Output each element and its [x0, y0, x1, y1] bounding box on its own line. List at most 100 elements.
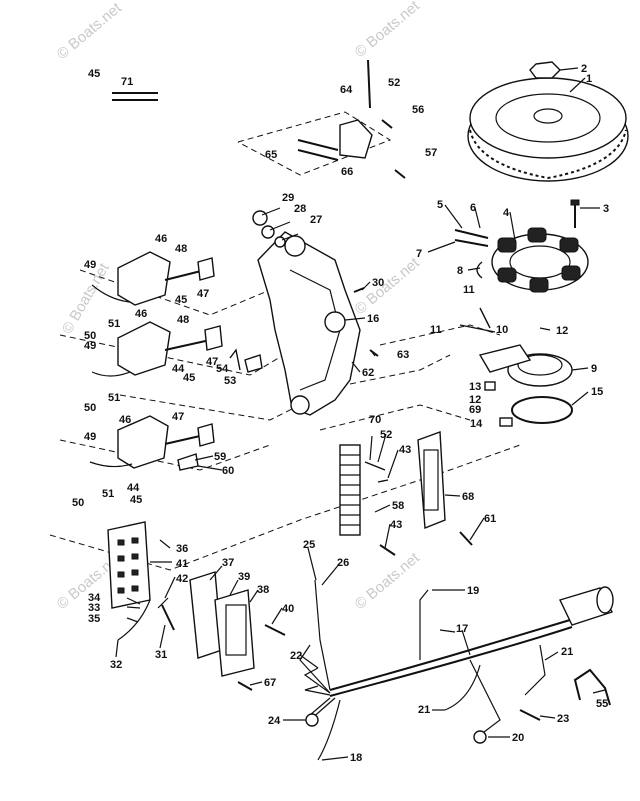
callout-31: 31	[155, 649, 167, 661]
callout-45b: 45	[175, 294, 187, 306]
callout-45: 45	[88, 68, 100, 80]
callout-70: 70	[369, 414, 381, 426]
callout-13: 13	[469, 381, 481, 393]
callout-47c: 47	[172, 411, 184, 423]
callout-15: 15	[591, 386, 603, 398]
callout-51: 51	[108, 318, 120, 330]
callout-58: 58	[392, 500, 404, 512]
callout-38: 38	[257, 584, 269, 596]
callout-32: 32	[110, 659, 122, 671]
watermark-text: © Boats.net	[352, 549, 424, 613]
flywheel	[467, 61, 629, 182]
callout-44b: 44	[127, 482, 140, 494]
callout-14: 14	[470, 418, 483, 430]
callout-50b: 50	[84, 402, 96, 414]
watermark-text: © Boats.net	[352, 0, 424, 61]
callout-52b: 52	[380, 429, 392, 441]
watermark-layer: © Boats.net © Boats.net © Boats.net © Bo…	[54, 0, 424, 613]
terminal-cover	[417, 431, 446, 530]
callout-44: 44	[172, 363, 185, 375]
ground-lead	[117, 599, 151, 641]
callout-71: 71	[121, 76, 133, 88]
callout-37: 37	[222, 557, 234, 569]
stator-assembly	[491, 227, 589, 293]
callout-4: 4	[503, 207, 510, 219]
callout-2: 2	[581, 63, 587, 75]
callout-47b: 47	[206, 356, 218, 368]
callout-9: 9	[591, 363, 597, 375]
callout-10: 10	[496, 324, 508, 336]
callout-30: 30	[372, 277, 384, 289]
ignition-coil-middle	[117, 321, 223, 376]
callout-3: 3	[603, 203, 609, 215]
callout-36: 36	[176, 543, 188, 555]
callout-16: 16	[367, 313, 379, 325]
ignition-coil-lower	[117, 415, 215, 469]
callout-64: 64	[340, 84, 353, 96]
callout-21b: 21	[418, 704, 430, 716]
callout-51c: 51	[102, 488, 114, 500]
rectifier-block	[107, 521, 151, 609]
callout-61: 61	[484, 513, 496, 525]
terminal-block	[339, 444, 361, 536]
retainer-clip	[573, 668, 611, 706]
callout-43b: 43	[390, 519, 402, 531]
voltage-regulator	[189, 571, 255, 677]
callout-51b: 51	[108, 392, 120, 404]
flywheel-nut	[529, 61, 561, 79]
callout-46b: 46	[135, 308, 147, 320]
callout-26: 26	[337, 557, 349, 569]
ignition-coil-upper	[117, 251, 215, 306]
watermark-text: © Boats.net	[54, 0, 126, 63]
callout-47: 47	[197, 288, 209, 300]
callout-41: 41	[176, 558, 188, 570]
callout-56: 56	[412, 104, 424, 116]
watermark-text: © Boats.net	[59, 260, 113, 337]
callout-40: 40	[282, 603, 294, 615]
callout-50c: 50	[72, 497, 84, 509]
callout-69: 69	[469, 404, 481, 416]
callout-67: 67	[264, 677, 276, 689]
callout-12: 12	[556, 325, 568, 337]
callout-11: 11	[463, 284, 475, 296]
callout-labels: 1 2 3 4 5 6 7 8 9 10 11 11 12 12 13 14 1…	[72, 63, 609, 764]
callout-23: 23	[557, 713, 569, 725]
callout-55: 55	[596, 698, 608, 710]
callout-60: 60	[222, 465, 234, 477]
callout-49: 49	[84, 259, 96, 271]
callout-45c: 45	[183, 372, 195, 384]
watermark-text: © Boats.net	[352, 254, 424, 318]
callout-65: 65	[265, 149, 277, 161]
callout-33: 33	[88, 602, 100, 614]
callout-25: 25	[303, 539, 315, 551]
callout-22: 22	[290, 650, 302, 662]
callout-6: 6	[470, 202, 476, 214]
callout-48b: 48	[177, 314, 189, 326]
callout-52: 52	[388, 77, 400, 89]
leader-lines	[115, 67, 606, 761]
callout-68: 68	[462, 491, 474, 503]
callout-49b: 49	[84, 340, 96, 352]
callout-63: 63	[397, 349, 409, 361]
callout-45d: 45	[130, 494, 142, 506]
callout-39: 39	[238, 571, 250, 583]
wiring-harness	[299, 579, 573, 761]
callout-12b: 12	[469, 394, 481, 406]
callout-24: 24	[268, 715, 281, 727]
callout-8: 8	[457, 265, 463, 277]
callout-21: 21	[561, 646, 573, 658]
callout-46c: 46	[119, 414, 131, 426]
callout-54: 54	[216, 363, 229, 375]
callout-17: 17	[456, 623, 468, 635]
fasteners	[112, 59, 580, 721]
callout-66: 66	[341, 166, 353, 178]
callout-29: 29	[282, 192, 294, 204]
adapter-plate	[257, 231, 361, 416]
callout-62: 62	[362, 367, 374, 379]
callout-5: 5	[437, 199, 443, 211]
callout-35: 35	[88, 613, 100, 625]
callout-48: 48	[175, 243, 187, 255]
callout-43: 43	[399, 444, 411, 456]
callout-28: 28	[294, 203, 306, 215]
